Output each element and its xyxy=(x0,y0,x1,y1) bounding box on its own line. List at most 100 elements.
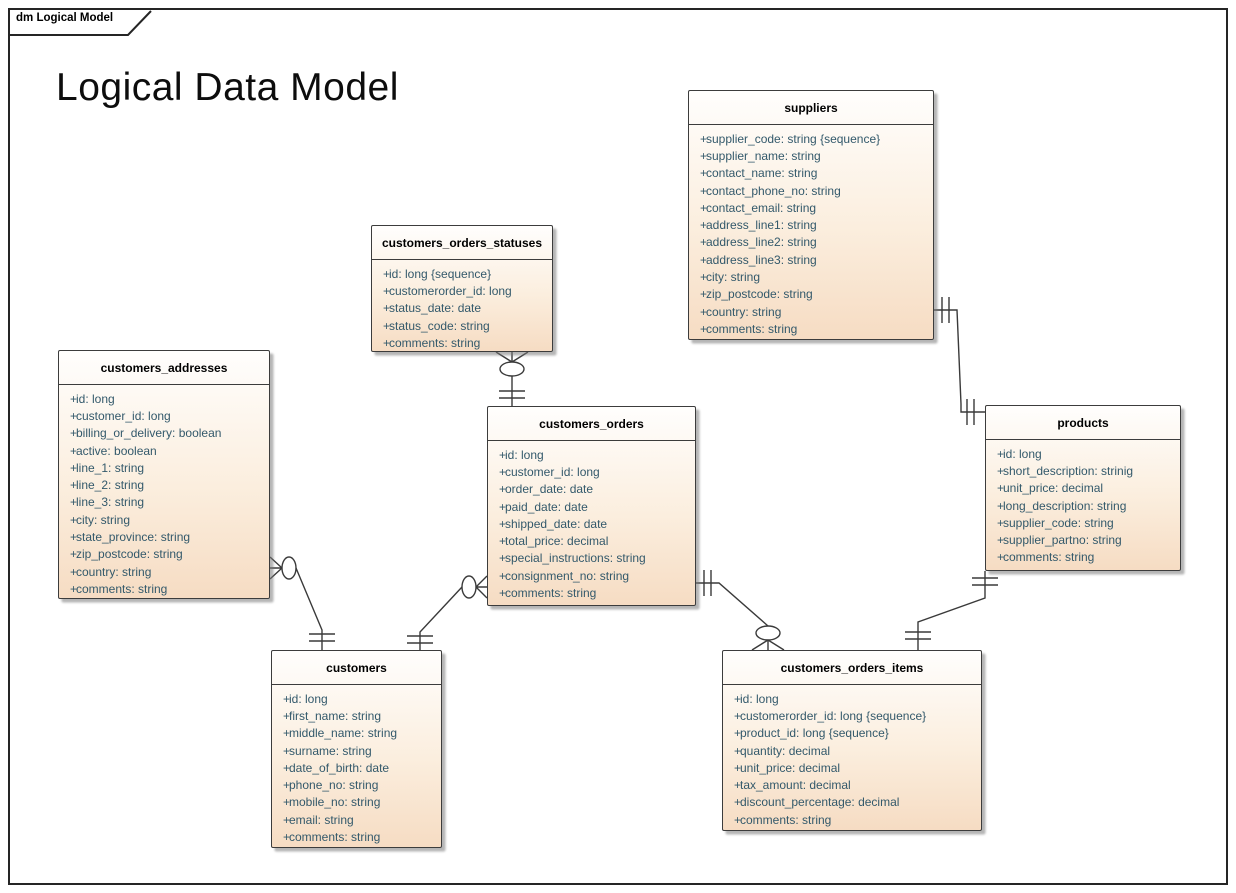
attribute-text: country: string xyxy=(76,564,152,579)
attribute-row: +zip_postcode: string xyxy=(59,546,269,563)
visibility-public-icon: + xyxy=(499,534,507,549)
attribute-text: comments: string xyxy=(389,335,481,350)
one-ticks-icon xyxy=(941,297,950,323)
one-ticks-icon xyxy=(703,570,712,596)
attribute-text: city: string xyxy=(706,270,761,285)
attribute-row: +id: long xyxy=(723,690,981,707)
attribute-text: email: string xyxy=(289,812,354,827)
diagram-title: Logical Data Model xyxy=(56,66,399,109)
attribute-row: +supplier_code: string {sequence} xyxy=(689,130,933,147)
entity-customers-orders-statuses[interactable]: customers_orders_statuses +id: long {seq… xyxy=(371,225,553,352)
attribute-text: paid_date: date xyxy=(505,499,588,514)
visibility-public-icon: + xyxy=(700,252,708,267)
visibility-public-icon: + xyxy=(70,530,78,545)
visibility-public-icon: + xyxy=(734,812,742,827)
entity-name: customers_orders_items xyxy=(723,651,981,685)
entity-customers[interactable]: customers +id: long+first_name: string+m… xyxy=(271,650,442,848)
attribute-text: comments: string xyxy=(76,581,168,596)
attribute-row: +customerorder_id: long xyxy=(372,282,552,299)
relationship-suppliers-products[interactable] xyxy=(934,297,985,425)
attribute-row: +comments: string xyxy=(986,549,1180,566)
one-ticks-icon xyxy=(499,390,525,399)
attribute-text: product_id: long {sequence} xyxy=(740,726,889,741)
attribute-text: address_line3: string xyxy=(706,252,817,267)
visibility-public-icon: + xyxy=(283,812,291,827)
entity-name: customers xyxy=(272,651,441,685)
attribute-text: comments: string xyxy=(289,830,381,845)
attribute-text: tax_amount: decimal xyxy=(740,778,851,793)
attribute-row: +customer_id: long xyxy=(59,407,269,424)
attribute-text: id: long {sequence} xyxy=(389,266,492,281)
attribute-row: +status_date: date xyxy=(372,300,552,317)
entity-name: customers_addresses xyxy=(59,351,269,385)
visibility-public-icon: + xyxy=(997,533,1005,548)
entity-name: customers_orders xyxy=(488,407,695,441)
attribute-text: customerorder_id: long {sequence} xyxy=(740,708,927,723)
attribute-text: phone_no: string xyxy=(289,778,379,793)
relationship-orders-items[interactable] xyxy=(696,570,785,651)
attribute-text: id: long xyxy=(1003,446,1042,461)
attribute-row: +comments: string xyxy=(723,811,981,828)
attribute-text: zip_postcode: string xyxy=(76,547,183,562)
entity-name: suppliers xyxy=(689,91,933,125)
attribute-text: line_2: string xyxy=(76,478,145,493)
relationship-products-items[interactable] xyxy=(905,571,998,650)
attribute-text: line_1: string xyxy=(76,460,145,475)
attribute-text: comments: string xyxy=(706,321,798,336)
entity-customers-addresses[interactable]: customers_addresses +id: long+customer_i… xyxy=(58,350,270,599)
attribute-row: +product_id: long {sequence} xyxy=(723,725,981,742)
attribute-row: +supplier_partno: string xyxy=(986,531,1180,548)
attribute-row: +country: string xyxy=(689,303,933,320)
attribute-row: +status_code: string xyxy=(372,317,552,334)
attribute-row: +zip_postcode: string xyxy=(689,286,933,303)
attribute-text: active: boolean xyxy=(76,443,157,458)
attribute-row: +billing_or_delivery: boolean xyxy=(59,425,269,442)
visibility-public-icon: + xyxy=(997,550,1005,565)
visibility-public-icon: + xyxy=(700,270,708,285)
relationship-customers-orders[interactable] xyxy=(407,575,488,650)
attribute-text: first_name: string xyxy=(289,708,382,723)
attribute-text: state_province: string xyxy=(76,530,191,545)
attribute-text: comments: string xyxy=(505,586,597,601)
attribute-row: +line_1: string xyxy=(59,459,269,476)
visibility-public-icon: + xyxy=(70,564,78,579)
attribute-text: mobile_no: string xyxy=(289,795,381,810)
visibility-public-icon: + xyxy=(700,148,708,163)
attribute-row: +total_price: decimal xyxy=(488,532,695,549)
attribute-row: +quantity: decimal xyxy=(723,742,981,759)
attribute-row: +shipped_date: date xyxy=(488,515,695,532)
visibility-public-icon: + xyxy=(734,708,742,723)
attribute-row: +tax_amount: decimal xyxy=(723,776,981,793)
visibility-public-icon: + xyxy=(283,726,291,741)
visibility-public-icon: + xyxy=(70,581,78,596)
attribute-text: id: long xyxy=(740,691,779,706)
attribute-row: +active: boolean xyxy=(59,442,269,459)
attribute-row: +supplier_name: string xyxy=(689,147,933,164)
visibility-public-icon: + xyxy=(700,218,708,233)
visibility-public-icon: + xyxy=(383,335,391,350)
entity-attributes: +id: long+short_description: strinig+uni… xyxy=(986,440,1180,570)
relationship-orders-statuses[interactable] xyxy=(495,351,529,406)
attribute-row: +address_line3: string xyxy=(689,251,933,268)
attribute-row: +state_province: string xyxy=(59,528,269,545)
entity-customers-orders-items[interactable]: customers_orders_items +id: long+custome… xyxy=(722,650,982,831)
attribute-row: +address_line2: string xyxy=(689,234,933,251)
entity-products[interactable]: products +id: long+short_description: st… xyxy=(985,405,1181,571)
entity-customers-orders[interactable]: customers_orders +id: long+customer_id: … xyxy=(487,406,696,606)
attribute-row: +city: string xyxy=(59,511,269,528)
attribute-text: country: string xyxy=(706,304,782,319)
visibility-public-icon: + xyxy=(499,499,507,514)
relationship-customers-addresses[interactable] xyxy=(269,556,335,650)
zero-circle-icon xyxy=(499,361,525,377)
attribute-text: status_date: date xyxy=(389,301,482,316)
visibility-public-icon: + xyxy=(499,568,507,583)
attribute-row: +contact_name: string xyxy=(689,165,933,182)
attribute-row: +special_instructions: string xyxy=(488,550,695,567)
entity-suppliers[interactable]: suppliers +supplier_code: string {sequen… xyxy=(688,90,934,340)
visibility-public-icon: + xyxy=(383,266,391,281)
visibility-public-icon: + xyxy=(700,183,708,198)
visibility-public-icon: + xyxy=(383,301,391,316)
attribute-row: +comments: string xyxy=(272,828,441,845)
visibility-public-icon: + xyxy=(70,478,78,493)
visibility-public-icon: + xyxy=(70,512,78,527)
